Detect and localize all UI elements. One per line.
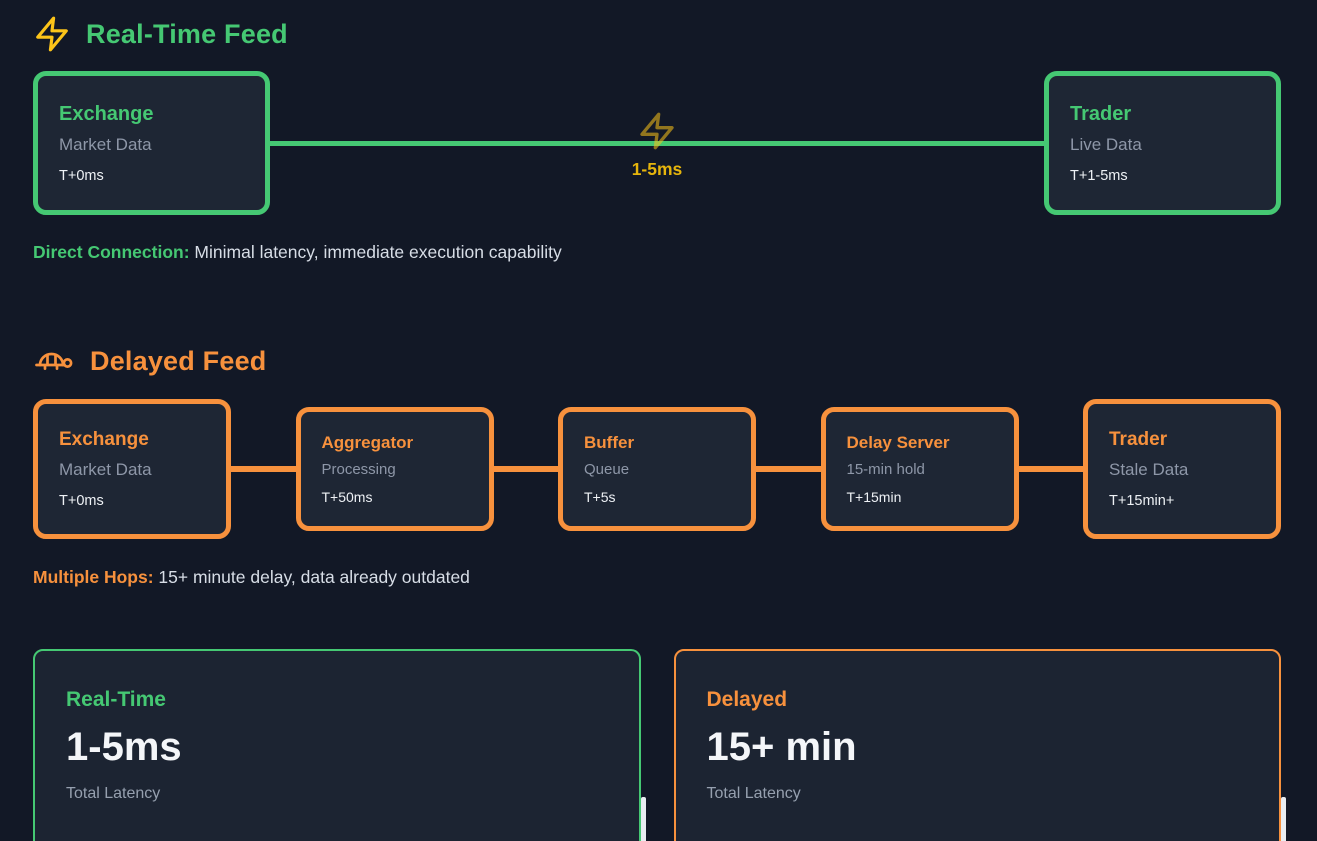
flow-node-exchange-realtime: Exchange Market Data T+0ms (33, 71, 270, 215)
turtle-icon (33, 345, 75, 377)
node-title: Exchange (59, 102, 154, 125)
flow-node-exchange-delayed: Exchange Market Data T+0ms (33, 399, 231, 539)
flow-node-trader-delayed: Trader Stale Data T+15min+ (1083, 399, 1281, 539)
node-time: T+0ms (59, 493, 104, 509)
flow-node-trader-realtime: Trader Live Data T+1-5ms (1044, 71, 1281, 215)
delayed-section-header: Delayed Feed (33, 345, 1281, 377)
realtime-section-header: Real-Time Feed (33, 14, 1281, 54)
node-time: T+0ms (59, 167, 104, 184)
node-title: Aggregator (321, 433, 414, 452)
node-time: T+15min (846, 489, 902, 505)
zap-icon (637, 111, 677, 151)
realtime-flow: Exchange Market Data T+0ms 1-5ms Trader … (33, 71, 1281, 215)
delayed-summary-card: Delayed 15+ min Total Latency (673, 649, 1286, 841)
card-title: Delayed (706, 688, 788, 711)
realtime-section-title: Real-Time Feed (86, 18, 288, 49)
realtime-section: Real-Time Feed Exchange Market Data T+0m… (33, 14, 1281, 263)
node-time: T+1-5ms (1070, 167, 1128, 184)
node-subtitle: Processing (321, 461, 396, 478)
node-title: Trader (1070, 102, 1132, 125)
card-value: 15+ min (706, 725, 857, 769)
flow-node-buffer: Buffer Queue T+5s (558, 407, 756, 531)
scrollbar-thumb[interactable] (640, 797, 646, 841)
node-title: Exchange (59, 429, 149, 450)
flow-node-aggregator: Aggregator Processing T+50ms (295, 407, 494, 531)
realtime-connector: 1-5ms (270, 112, 1044, 179)
delayed-section-title: Delayed Feed (90, 345, 267, 376)
realtime-summary-card: Real-Time 1-5ms Total Latency (33, 649, 646, 841)
delayed-connector (231, 466, 296, 472)
delayed-flow: Exchange Market Data T+0ms Aggregator Pr… (33, 398, 1281, 540)
card-label: Total Latency (66, 785, 161, 802)
card-label: Total Latency (706, 785, 801, 802)
realtime-caption: Direct Connection: Minimal latency, imme… (33, 242, 1281, 263)
node-time: T+5s (584, 489, 616, 505)
node-title: Delay Server (846, 433, 950, 452)
node-subtitle: Stale Data (1109, 460, 1189, 479)
delayed-connector (756, 466, 821, 472)
node-subtitle: Market Data (59, 460, 152, 479)
zap-icon (33, 14, 71, 54)
caption-label: Multiple Hops: (33, 567, 154, 587)
caption-label: Direct Connection: (33, 242, 190, 262)
card-value: 1-5ms (66, 725, 182, 769)
caption-text: 15+ minute delay, data already outdated (158, 567, 470, 587)
caption-text: Minimal latency, immediate execution cap… (194, 242, 562, 262)
flow-node-delay-server: Delay Server 15-min hold T+15min (820, 407, 1019, 531)
summary-cards: Real-Time 1-5ms Total Latency Delayed 15… (33, 649, 1286, 841)
node-subtitle: 15-min hold (846, 461, 925, 478)
node-time: T+15min+ (1109, 493, 1175, 509)
node-subtitle: Queue (584, 461, 630, 478)
delayed-connector (493, 466, 558, 472)
node-subtitle: Market Data (59, 134, 152, 154)
delayed-connector (1018, 466, 1083, 472)
delayed-caption: Multiple Hops: 15+ minute delay, data al… (33, 567, 1281, 588)
scrollbar-thumb[interactable] (1281, 797, 1286, 841)
connector-latency-label: 1-5ms (631, 158, 683, 179)
node-title: Buffer (584, 433, 635, 452)
node-time: T+50ms (321, 489, 373, 505)
node-title: Trader (1109, 429, 1168, 450)
delayed-section: Delayed Feed Exchange Market Data T+0ms … (33, 345, 1281, 588)
node-subtitle: Live Data (1070, 134, 1142, 154)
card-title: Real-Time (66, 688, 166, 711)
